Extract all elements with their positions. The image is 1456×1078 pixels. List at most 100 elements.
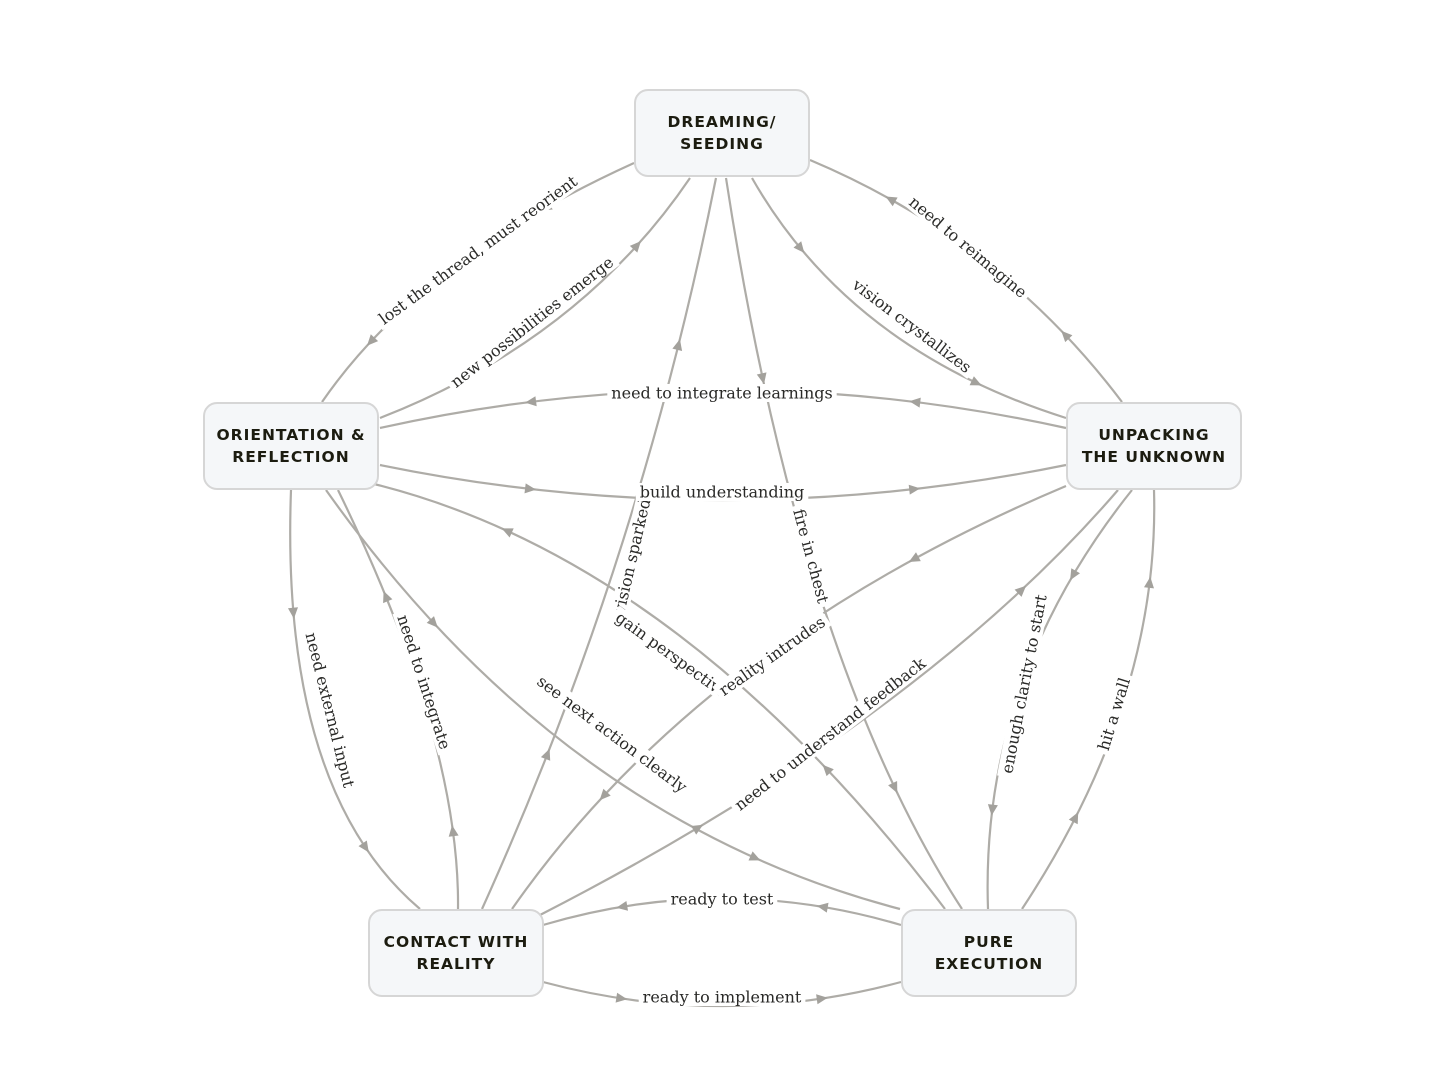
- edge-arrow-hit-wall-2: [1144, 576, 1154, 589]
- edge-label-text: build understanding: [640, 483, 804, 502]
- edge-arrow-build-understanding-2: [908, 484, 921, 495]
- edge-arrow-external-input-2: [358, 840, 369, 853]
- node-label-line: REFLECTION: [232, 448, 350, 466]
- edge-label-background: [530, 669, 694, 799]
- edge-label-text: new possibilities emerge: [447, 253, 617, 392]
- edge-label-background: [638, 988, 806, 1006]
- edge-label-text: fire in chest: [789, 507, 833, 606]
- edge-label-background: [609, 492, 655, 620]
- node-label-line: REALITY: [416, 955, 496, 973]
- edge-arrow-see-next-action-2: [748, 851, 761, 861]
- edge-gain-perspective: [373, 482, 946, 910]
- edge-label-background: [997, 589, 1051, 779]
- edge-label-vision-crystallizes: vision crystallizes: [845, 273, 979, 379]
- edge-arrow-external-input-1: [288, 607, 298, 619]
- edge-arrow-reimagine-1: [1061, 330, 1073, 343]
- edge-label-reality-intrudes: reality intrudes: [712, 610, 832, 702]
- node-label-line: SEEDING: [680, 135, 764, 153]
- edge-label-text: vision sparked: [609, 497, 654, 617]
- node-label-line: EXECUTION: [934, 955, 1044, 973]
- edge-vision-sparked: [480, 177, 718, 910]
- edge-vision-crystallizes: [751, 177, 1067, 420]
- edge-label-text: reality intrudes: [715, 612, 828, 699]
- edge-label-background: [788, 503, 834, 609]
- edge-arrow-gain-perspective-2: [501, 528, 514, 538]
- edge-label-background: [845, 273, 979, 379]
- edge-label-reimagine: need to reimagine: [902, 190, 1034, 304]
- edge-label-background: [301, 626, 359, 794]
- edge-label-background: [1093, 671, 1135, 757]
- node-unpacking-unknown[interactable]: UNPACKING THE UNKNOWN: [1066, 402, 1242, 490]
- node-label-line: UNPACKING: [1098, 426, 1210, 444]
- node-contact-with-reality[interactable]: CONTACT WITH REALITY: [368, 909, 544, 997]
- edge-label-text: need external input: [302, 631, 359, 790]
- edge-label-background: [372, 169, 584, 331]
- edge-reality-intrudes: [511, 484, 1067, 910]
- edge-arrow-vision-crystallizes-2: [969, 376, 982, 386]
- edge-arrow-ready-test-2: [616, 901, 628, 911]
- edge-label-background: [609, 605, 735, 705]
- edge-label-text: need to integrate: [393, 612, 454, 751]
- node-pure-execution[interactable]: PURE EXECUTION: [901, 909, 1077, 997]
- edge-label-integrate-learnings: need to integrate learnings: [607, 384, 837, 403]
- edge-label-text: vision crystallizes: [848, 275, 975, 377]
- edge-label-enough-clarity: enough clarity to start: [997, 589, 1051, 779]
- edge-label-background: [666, 890, 778, 908]
- edge-arrow-reality-intrudes-1: [908, 552, 921, 562]
- edge-arrow-reality-intrudes-2: [599, 788, 611, 801]
- edge-arrow-vision-sparked-2: [672, 339, 683, 351]
- edge-arrow-integrate-learnings-2: [525, 396, 537, 407]
- edge-new-possibilities: [379, 177, 691, 420]
- edge-label-text: need to integrate learnings: [611, 384, 832, 403]
- edge-label-text: ready to test: [671, 890, 774, 909]
- edge-label-text: enough clarity to start: [997, 592, 1050, 775]
- edge-label-text: hit a wall: [1094, 675, 1134, 752]
- edge-label-background: [712, 610, 832, 702]
- edge-arrow-ready-implement-2: [816, 994, 828, 1005]
- edge-arrow-integrate-learnings-1: [909, 397, 921, 408]
- edge-arrow-gain-perspective-1: [822, 764, 834, 777]
- edge-label-background: [443, 250, 620, 394]
- edge-arrow-need-integrate-1: [448, 825, 459, 837]
- edge-arrow-new-possibilities-2: [629, 241, 641, 253]
- edge-arrow-need-integrate-2: [383, 591, 393, 604]
- node-label-line: PURE: [963, 933, 1015, 951]
- edge-label-background: [392, 608, 456, 756]
- edge-label-text: ready to implement: [643, 988, 802, 1007]
- edge-need-feedback: [539, 489, 1119, 916]
- edge-arrow-vision-sparked-1: [540, 748, 551, 761]
- edge-label-text: need to understand feedback: [731, 653, 930, 814]
- edge-label-background: [607, 384, 837, 402]
- node-label-line: THE UNKNOWN: [1081, 448, 1227, 466]
- edge-arrow-enough-clarity-2: [987, 804, 998, 816]
- edge-label-new-possibilities: new possibilities emerge: [443, 250, 620, 394]
- node-label-line: DREAMING/: [667, 113, 777, 131]
- edge-arrow-reimagine-2: [885, 196, 898, 207]
- edge-external-input: [289, 489, 421, 910]
- edge-arrow-lost-thread-2: [367, 334, 379, 346]
- node-label-line: CONTACT WITH: [383, 933, 529, 951]
- edge-arrow-vision-crystallizes-1: [793, 241, 805, 253]
- node-dreaming-seeding[interactable]: DREAMING/ SEEDING: [634, 89, 810, 177]
- edge-label-background: [635, 483, 809, 501]
- edge-arrow-fire-in-chest-1: [756, 372, 767, 385]
- edge-arrow-enough-clarity-1: [1070, 568, 1080, 581]
- edge-label-need-integrate: need to integrate: [392, 608, 456, 756]
- edge-label-ready-implement: ready to implement: [638, 988, 806, 1007]
- edge-arrow-need-feedback-1: [691, 824, 704, 835]
- edge-label-background: [727, 651, 933, 817]
- edge-see-next-action: [325, 489, 901, 911]
- node-orientation-reflection[interactable]: ORIENTATION & REFLECTION: [203, 402, 379, 490]
- node-label-line: ORIENTATION &: [216, 426, 366, 444]
- edge-arrow-ready-test-1: [816, 902, 829, 913]
- edge-arrow-see-next-action-1: [426, 616, 438, 628]
- edge-label-background: [902, 190, 1034, 304]
- edge-label-text: need to reimagine: [905, 192, 1030, 302]
- edge-arrow-build-understanding-1: [524, 483, 536, 494]
- edge-label-build-understanding: build understanding: [635, 483, 809, 502]
- edge-arrow-fire-in-chest-2: [888, 781, 898, 794]
- edge-arrow-need-feedback-2: [1014, 585, 1027, 597]
- edge-hit-wall: [1021, 489, 1156, 910]
